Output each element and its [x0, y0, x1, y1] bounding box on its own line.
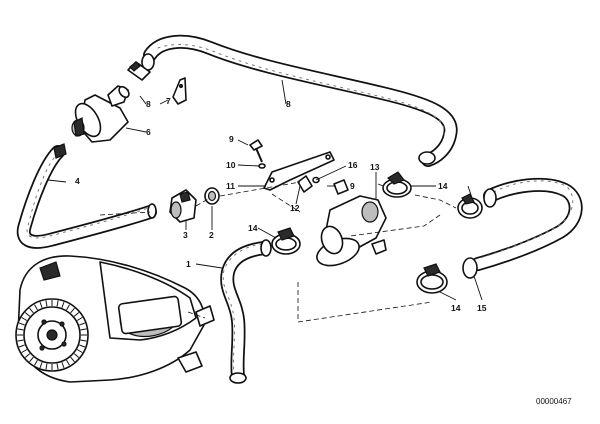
hose-clamp-part-14d[interactable] [416, 263, 448, 294]
leader-lines [47, 79, 483, 301]
pulley-rib [17, 328, 24, 331]
callout-13: 13 [370, 162, 380, 172]
pulley-rib [34, 304, 38, 311]
pulley-rib [29, 307, 34, 314]
pulley-rib [76, 349, 83, 353]
pulley-rib [73, 312, 80, 317]
callout-7: 7 [166, 96, 171, 106]
callout-2: 2 [209, 230, 214, 240]
pulley-rib [61, 301, 65, 308]
pulley-rib [73, 353, 80, 358]
callout-9b: 9 [350, 181, 355, 191]
valve-part-6[interactable] [70, 85, 131, 143]
nut-part-9b[interactable] [333, 179, 349, 195]
hose-clamp-top[interactable] [127, 61, 151, 81]
pulley-rib [39, 362, 43, 369]
hose-part-15[interactable] [462, 177, 583, 279]
pulley-rib [56, 363, 59, 370]
pump-assembly [15, 255, 215, 383]
bracket-part-7[interactable] [172, 77, 187, 105]
pulley-rib [39, 301, 43, 308]
hose-part-1[interactable] [220, 239, 272, 384]
assembly-lines [99, 181, 457, 323]
pulley-rib [24, 353, 31, 358]
callout-14a: 14 [438, 181, 448, 191]
pulley-rib [79, 322, 86, 326]
pulley-rib [21, 349, 28, 353]
callout-10: 10 [226, 160, 236, 170]
callout-12: 12 [290, 203, 300, 213]
pulley-rib [76, 317, 83, 321]
pulley-rib [45, 300, 48, 307]
washer-part-10[interactable] [258, 163, 266, 169]
pulley-rib [80, 328, 87, 331]
callout-3: 3 [183, 230, 188, 240]
hose-clamp-part-14c[interactable] [271, 227, 301, 255]
pulley-rib [21, 317, 28, 321]
hose-part-8[interactable] [141, 34, 458, 167]
callout-8b: 8 [146, 99, 151, 109]
pulley-rib [70, 307, 75, 314]
callout-8: 8 [286, 99, 291, 109]
pulley-rib [56, 300, 59, 307]
hose-clamp-part-14a[interactable] [382, 171, 412, 198]
pulley-rib [17, 339, 24, 342]
fitting-part-3[interactable] [169, 189, 197, 223]
callout-6: 6 [146, 127, 151, 137]
callout-15: 15 [477, 303, 487, 313]
callout-4: 4 [75, 176, 80, 186]
pulley-rib [80, 339, 87, 342]
hose-clamp-part-14b[interactable] [457, 193, 483, 219]
callout-labels: 8 6 7 8 4 3 2 9 10 11 12 16 9 13 14 14 1… [75, 96, 487, 313]
callout-9: 9 [229, 134, 234, 144]
pulley-rib [29, 356, 34, 363]
bracket-part-11[interactable] [263, 151, 335, 191]
callout-1: 1 [186, 259, 191, 269]
callout-16: 16 [348, 160, 358, 170]
callout-14b: 14 [248, 223, 258, 233]
pulley-rib [79, 344, 86, 348]
pulley-rib [66, 359, 70, 366]
pulley-rib [18, 322, 25, 326]
hose-part-4[interactable] [16, 143, 157, 249]
pulley-rib [61, 362, 65, 369]
clip-part-12[interactable] [297, 175, 313, 193]
pulley-ribs [17, 300, 87, 370]
pulley-rib [66, 304, 70, 311]
bolt-part-9[interactable] [249, 139, 263, 163]
pulley-rib [34, 359, 38, 366]
seal-part-2[interactable] [204, 187, 220, 205]
pulley-rib [45, 363, 48, 370]
housing-part-16[interactable] [313, 195, 387, 271]
pulley-rib [18, 344, 25, 348]
callout-14c: 14 [451, 303, 461, 313]
pulley-rib [70, 356, 75, 363]
callout-11: 11 [226, 181, 235, 191]
pulley-rib [24, 312, 31, 317]
reference-number: 00000467 [536, 397, 572, 406]
